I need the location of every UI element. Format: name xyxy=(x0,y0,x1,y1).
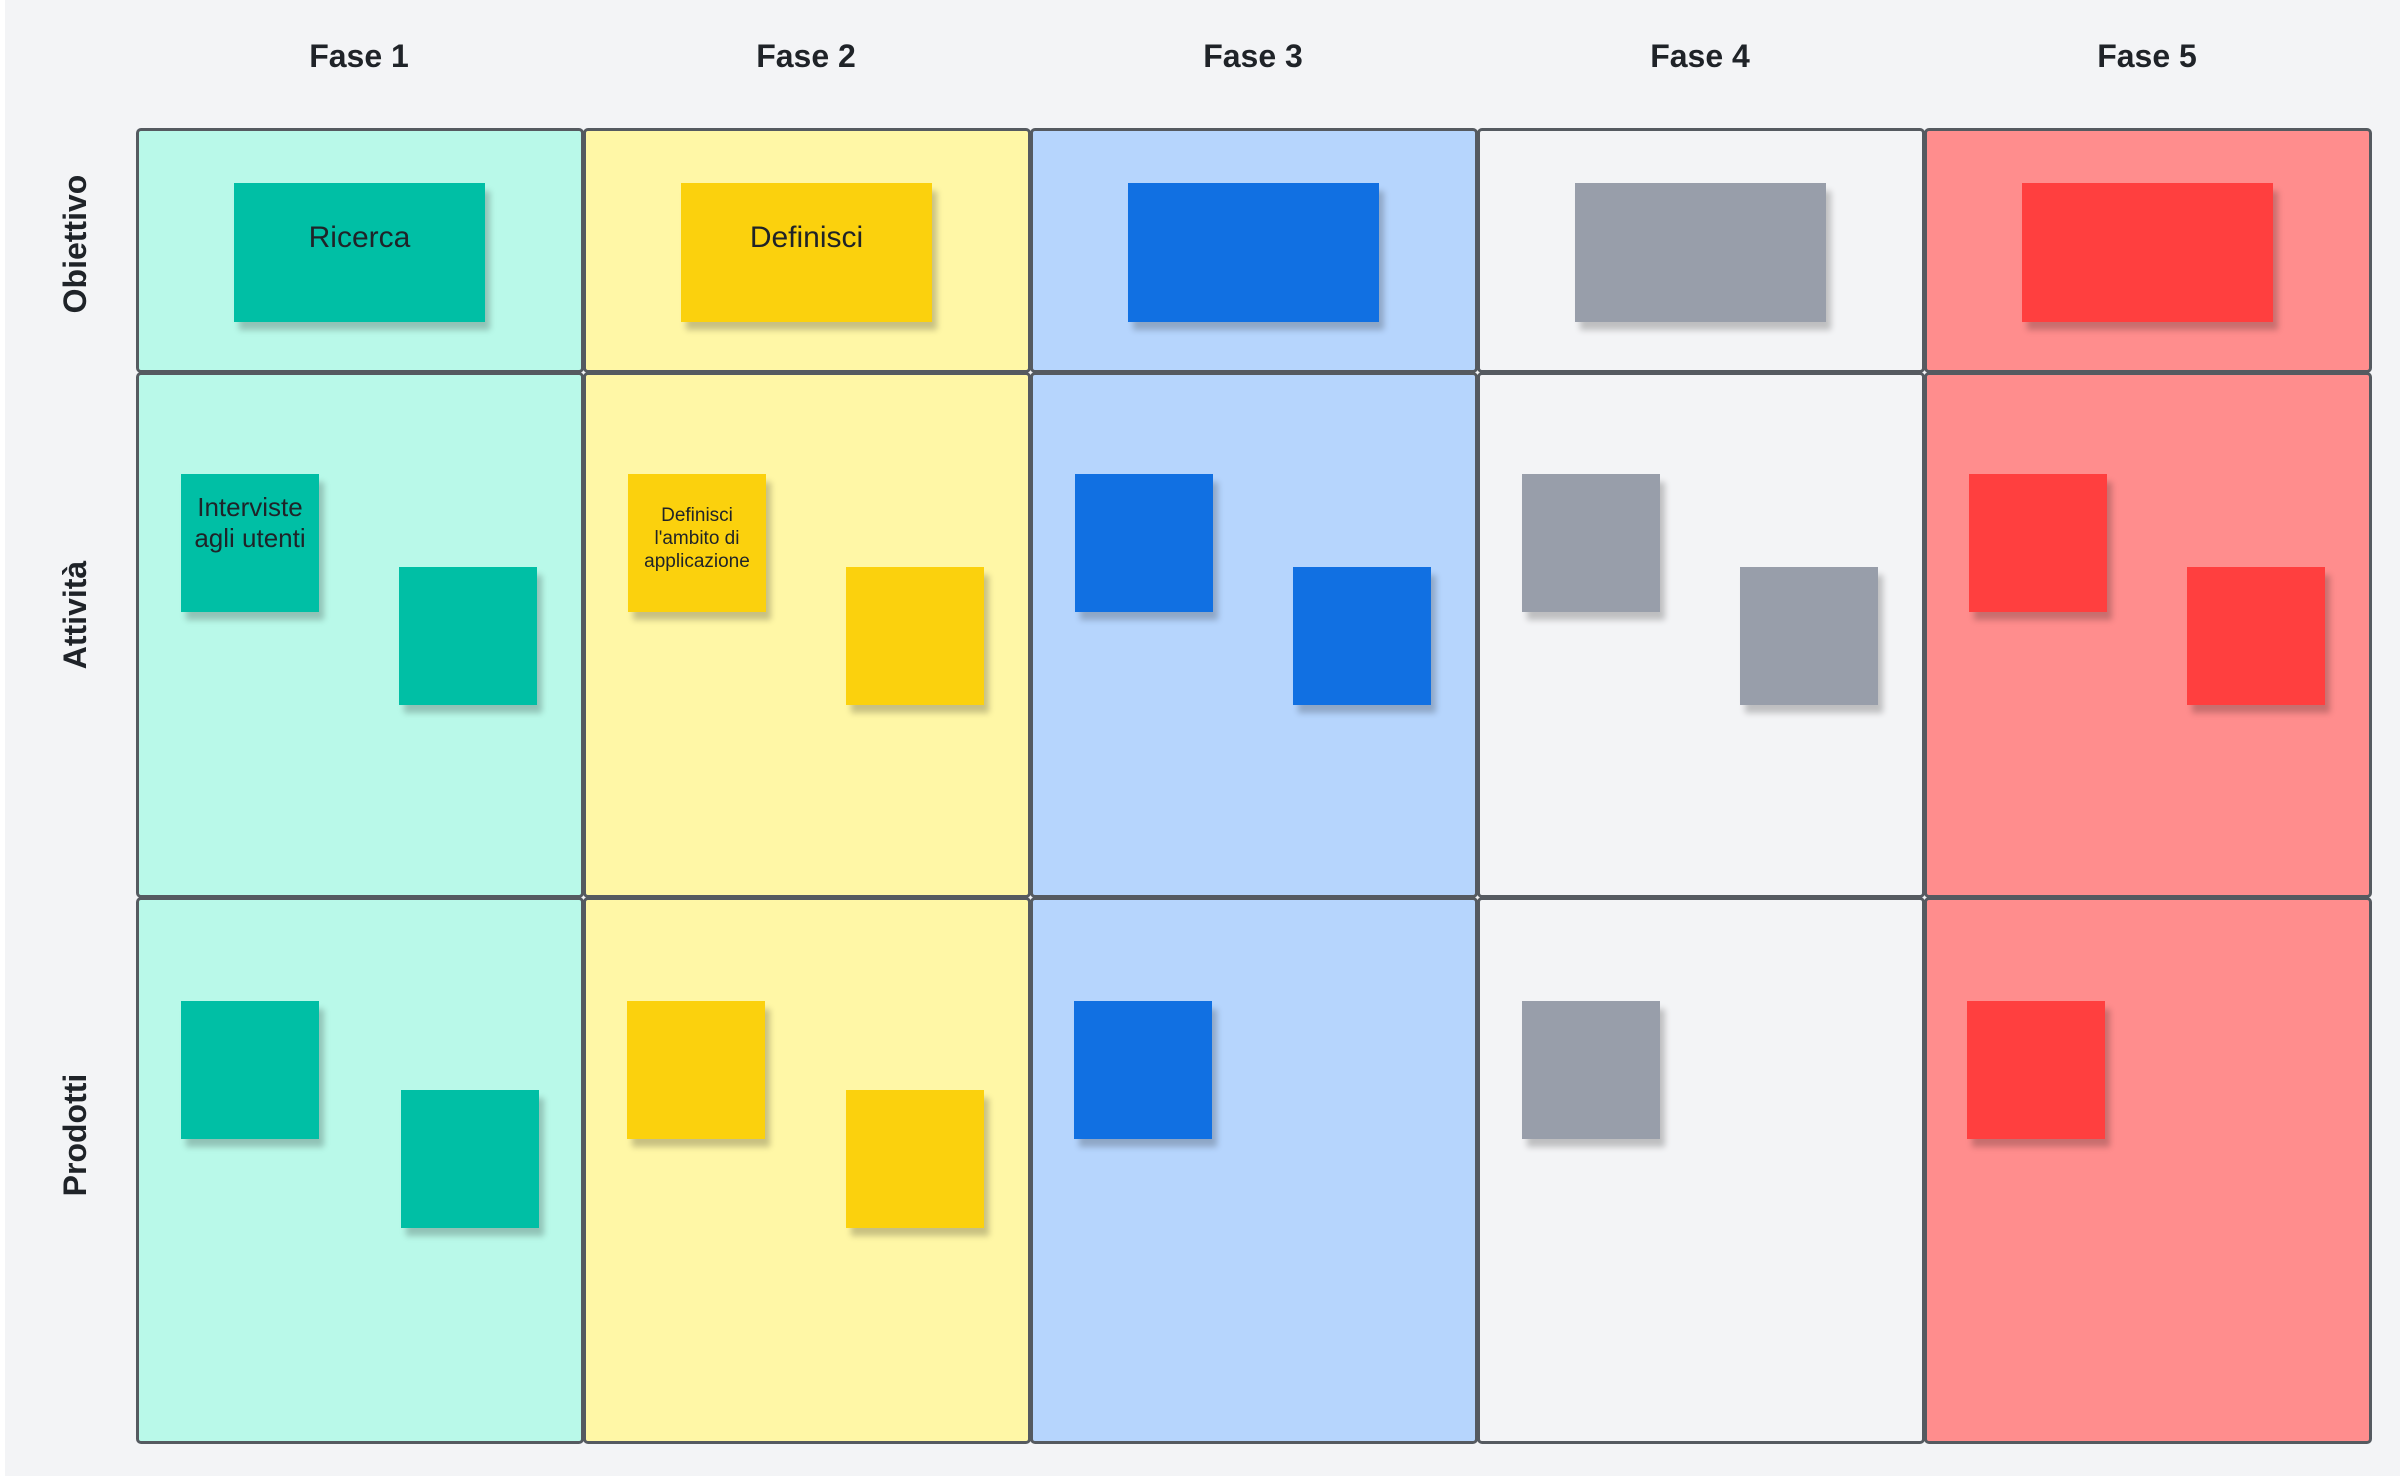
sticky-note-activity-fase-5-a[interactable] xyxy=(1969,474,2107,612)
sticky-note-product-fase-3-a[interactable] xyxy=(1074,1001,1212,1139)
sticky-note-activity-fase-1-a[interactable]: Interviste agli utenti xyxy=(181,474,319,612)
canvas-board[interactable]: Fase 1 Fase 2 Fase 3 Fase 4 Fase 5 Obiet… xyxy=(5,0,2400,1476)
cell-prodotti-fase-3[interactable] xyxy=(1030,897,1478,1444)
sticky-note-goal-fase-5[interactable] xyxy=(2022,183,2273,322)
cell-prodotti-fase-4[interactable] xyxy=(1477,897,1925,1444)
row-header-attivita: Attività xyxy=(56,560,93,670)
sticky-note-product-fase-1-a[interactable] xyxy=(181,1001,319,1139)
sticky-note-activity-fase-3-a[interactable] xyxy=(1075,474,1213,612)
sticky-note-text: Definisci xyxy=(749,221,864,254)
sticky-note-goal-fase-4[interactable] xyxy=(1575,183,1826,322)
sticky-note-text: Definisci l'ambito di applicazione xyxy=(644,505,750,572)
row-header-prodotti: Prodotti xyxy=(56,1073,93,1197)
column-header-fase-3: Fase 3 xyxy=(1203,38,1303,74)
cell-prodotti-fase-5[interactable] xyxy=(1924,897,2372,1444)
sticky-note-activity-fase-1-b[interactable] xyxy=(399,567,537,705)
sticky-note-text: Interviste agli utenti xyxy=(194,492,306,553)
row-header-obiettivo: Obiettivo xyxy=(56,174,93,314)
column-header-fase-4: Fase 4 xyxy=(1650,38,1750,74)
sticky-note-goal-fase-2[interactable]: Definisci xyxy=(681,183,932,322)
sticky-note-activity-fase-4-b[interactable] xyxy=(1740,567,1878,705)
column-header-fase-1: Fase 1 xyxy=(309,38,409,74)
sticky-note-goal-fase-3[interactable] xyxy=(1128,183,1379,322)
sticky-note-product-fase-4-a[interactable] xyxy=(1522,1001,1660,1139)
sticky-note-activity-fase-5-b[interactable] xyxy=(2187,567,2325,705)
sticky-note-product-fase-5-a[interactable] xyxy=(1967,1001,2105,1139)
sticky-note-activity-fase-2-b[interactable] xyxy=(846,567,984,705)
sticky-note-product-fase-2-a[interactable] xyxy=(627,1001,765,1139)
sticky-note-goal-fase-1[interactable]: Ricerca xyxy=(234,183,485,322)
sticky-note-activity-fase-2-a[interactable]: Definisci l'ambito di applicazione xyxy=(628,474,766,612)
column-header-fase-5: Fase 5 xyxy=(2097,38,2197,74)
sticky-note-text: Ricerca xyxy=(308,221,411,254)
sticky-note-product-fase-1-b[interactable] xyxy=(401,1090,539,1228)
column-header-fase-2: Fase 2 xyxy=(756,38,856,74)
sticky-note-activity-fase-4-a[interactable] xyxy=(1522,474,1660,612)
sticky-note-product-fase-2-b[interactable] xyxy=(846,1090,984,1228)
sticky-note-activity-fase-3-b[interactable] xyxy=(1293,567,1431,705)
